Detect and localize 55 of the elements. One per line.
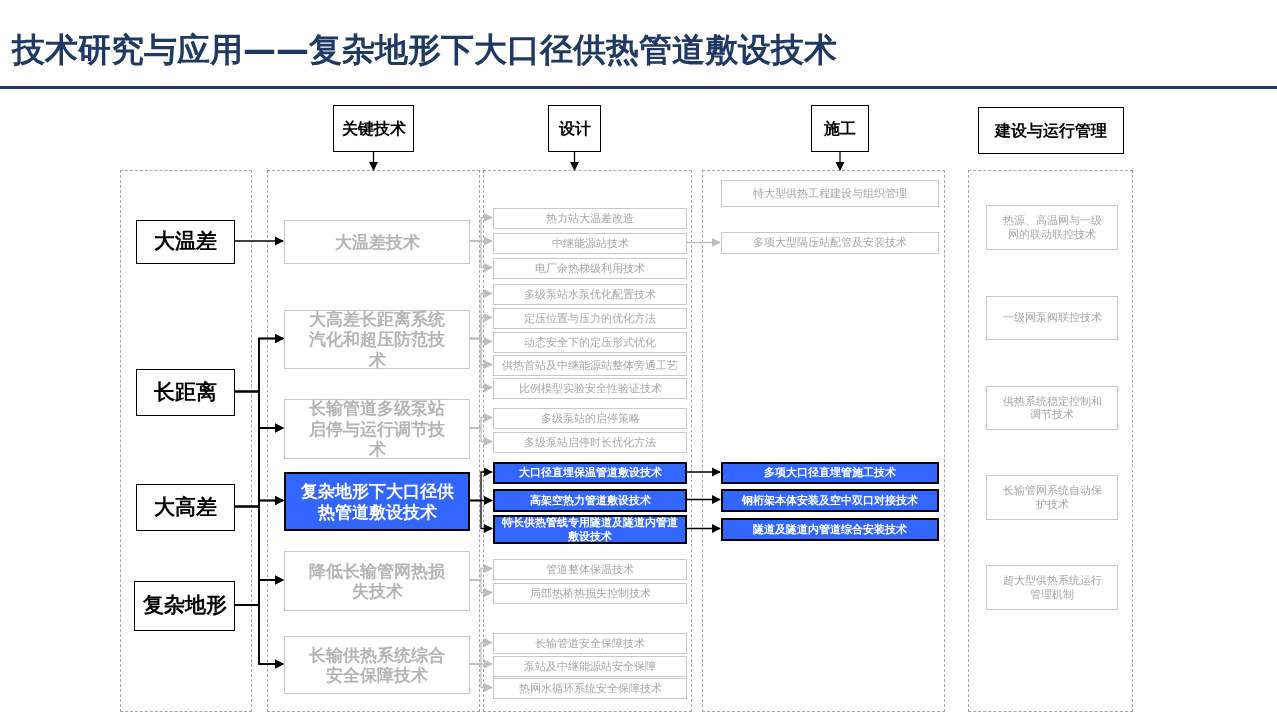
technology-box: 大温差技术 bbox=[284, 220, 470, 264]
highlighted-technology-box: 复杂地形下大口径供热管道敷设技术 bbox=[284, 472, 470, 531]
category-box: 大温差 bbox=[136, 220, 235, 264]
sub-technology-box: 多级泵站水泵优化配置技术 bbox=[493, 284, 687, 305]
sub-technology-box: 比例模型实验安全性验证技术 bbox=[493, 378, 687, 399]
column-header-box: 设计 bbox=[548, 105, 601, 152]
column-header-box: 关键技术 bbox=[333, 105, 414, 152]
sub-technology-box: 定压位置与压力的优化方法 bbox=[493, 308, 687, 329]
category-box: 长距离 bbox=[136, 369, 235, 416]
technology-box: 降低长输管网热损失技术 bbox=[284, 551, 470, 611]
sub-technology-box: 电厂余热梯级利用技术 bbox=[493, 258, 687, 279]
management-box: 超大型供热系统运行管理机制 bbox=[986, 565, 1118, 610]
sub-technology-box: 泵站及中继能源站安全保障 bbox=[493, 656, 687, 677]
dashed-panel bbox=[702, 170, 945, 712]
highlighted-sub-technology-box: 特长供热管线专用隧道及隧道内管道敷设技术 bbox=[493, 515, 687, 544]
sub-technology-box: 供热首站及中继能源站整体旁通工艺 bbox=[493, 355, 687, 376]
sub-technology-box: 管道整体保温技术 bbox=[493, 559, 687, 580]
page-title: 技术研究与应用——复杂地形下大口径供热管道敷设技术 bbox=[12, 29, 837, 71]
sub-technology-box: 多级泵站的启停策略 bbox=[493, 408, 687, 429]
management-box: 长输管网系统自动保护技术 bbox=[986, 475, 1118, 520]
dashed-panel bbox=[267, 170, 480, 712]
dashed-panel bbox=[968, 170, 1133, 712]
arrow bbox=[468, 427, 493, 447]
highlighted-sub-technology-box: 大口径直埋保温管道敷设技术 bbox=[493, 462, 687, 484]
arrow bbox=[835, 151, 845, 171]
arrow bbox=[569, 151, 580, 171]
highlighted-sub-technology-box: 钢桁架本体安装及空中双口对接技术 bbox=[721, 489, 939, 512]
dashed-panel bbox=[483, 170, 692, 712]
management-box: 一级网泵阀联控技术 bbox=[986, 296, 1118, 340]
sub-technology-box: 动态安全下的定压形式优化 bbox=[493, 332, 687, 353]
sub-technology-box: 中继能源站技术 bbox=[493, 233, 687, 254]
column-header-box: 建设与运行管理 bbox=[978, 107, 1124, 154]
category-box: 大高差 bbox=[136, 484, 235, 531]
sub-technology-box: 局部热桥热损失控制技术 bbox=[493, 583, 687, 604]
highlighted-sub-technology-box: 高架空热力管道敷设技术 bbox=[493, 489, 687, 512]
technology-box: 长输管道多级泵站启停与运行调节技术 bbox=[284, 399, 470, 459]
column-header-box: 施工 bbox=[811, 105, 869, 152]
sub-technology-box: 多项大型隔压站配管及安装技术 bbox=[721, 232, 939, 254]
sub-technology-box: 多级泵站启停时长优化方法 bbox=[493, 432, 687, 453]
sub-technology-box: 热网水循环系统安全保障技术 bbox=[493, 678, 687, 699]
sub-technology-box: 长输管道安全保障技术 bbox=[493, 633, 687, 654]
category-box: 复杂地形 bbox=[134, 581, 235, 631]
management-box: 供热系统稳定控制和调节技术 bbox=[986, 386, 1118, 430]
dashed-panel bbox=[120, 170, 252, 712]
highlighted-sub-technology-box: 多项大口径直埋管施工技术 bbox=[721, 462, 939, 484]
sub-technology-box: 热力站大温差改造 bbox=[493, 208, 687, 229]
technology-box: 大高差长距离系统汽化和超压防范技术 bbox=[284, 310, 470, 369]
arrow bbox=[368, 151, 379, 171]
management-box: 热源、高温网与一级网的联动联控技术 bbox=[986, 205, 1118, 250]
arrow bbox=[233, 236, 284, 246]
arrow bbox=[468, 579, 493, 598]
technology-box: 长输供热系统综合安全保障技术 bbox=[284, 636, 470, 694]
highlighted-sub-technology-box: 隧道及隧道内管道综合安装技术 bbox=[721, 518, 939, 541]
sub-technology-box: 特大型供热工程建设与组织管理 bbox=[721, 180, 939, 207]
arrow bbox=[685, 237, 721, 248]
